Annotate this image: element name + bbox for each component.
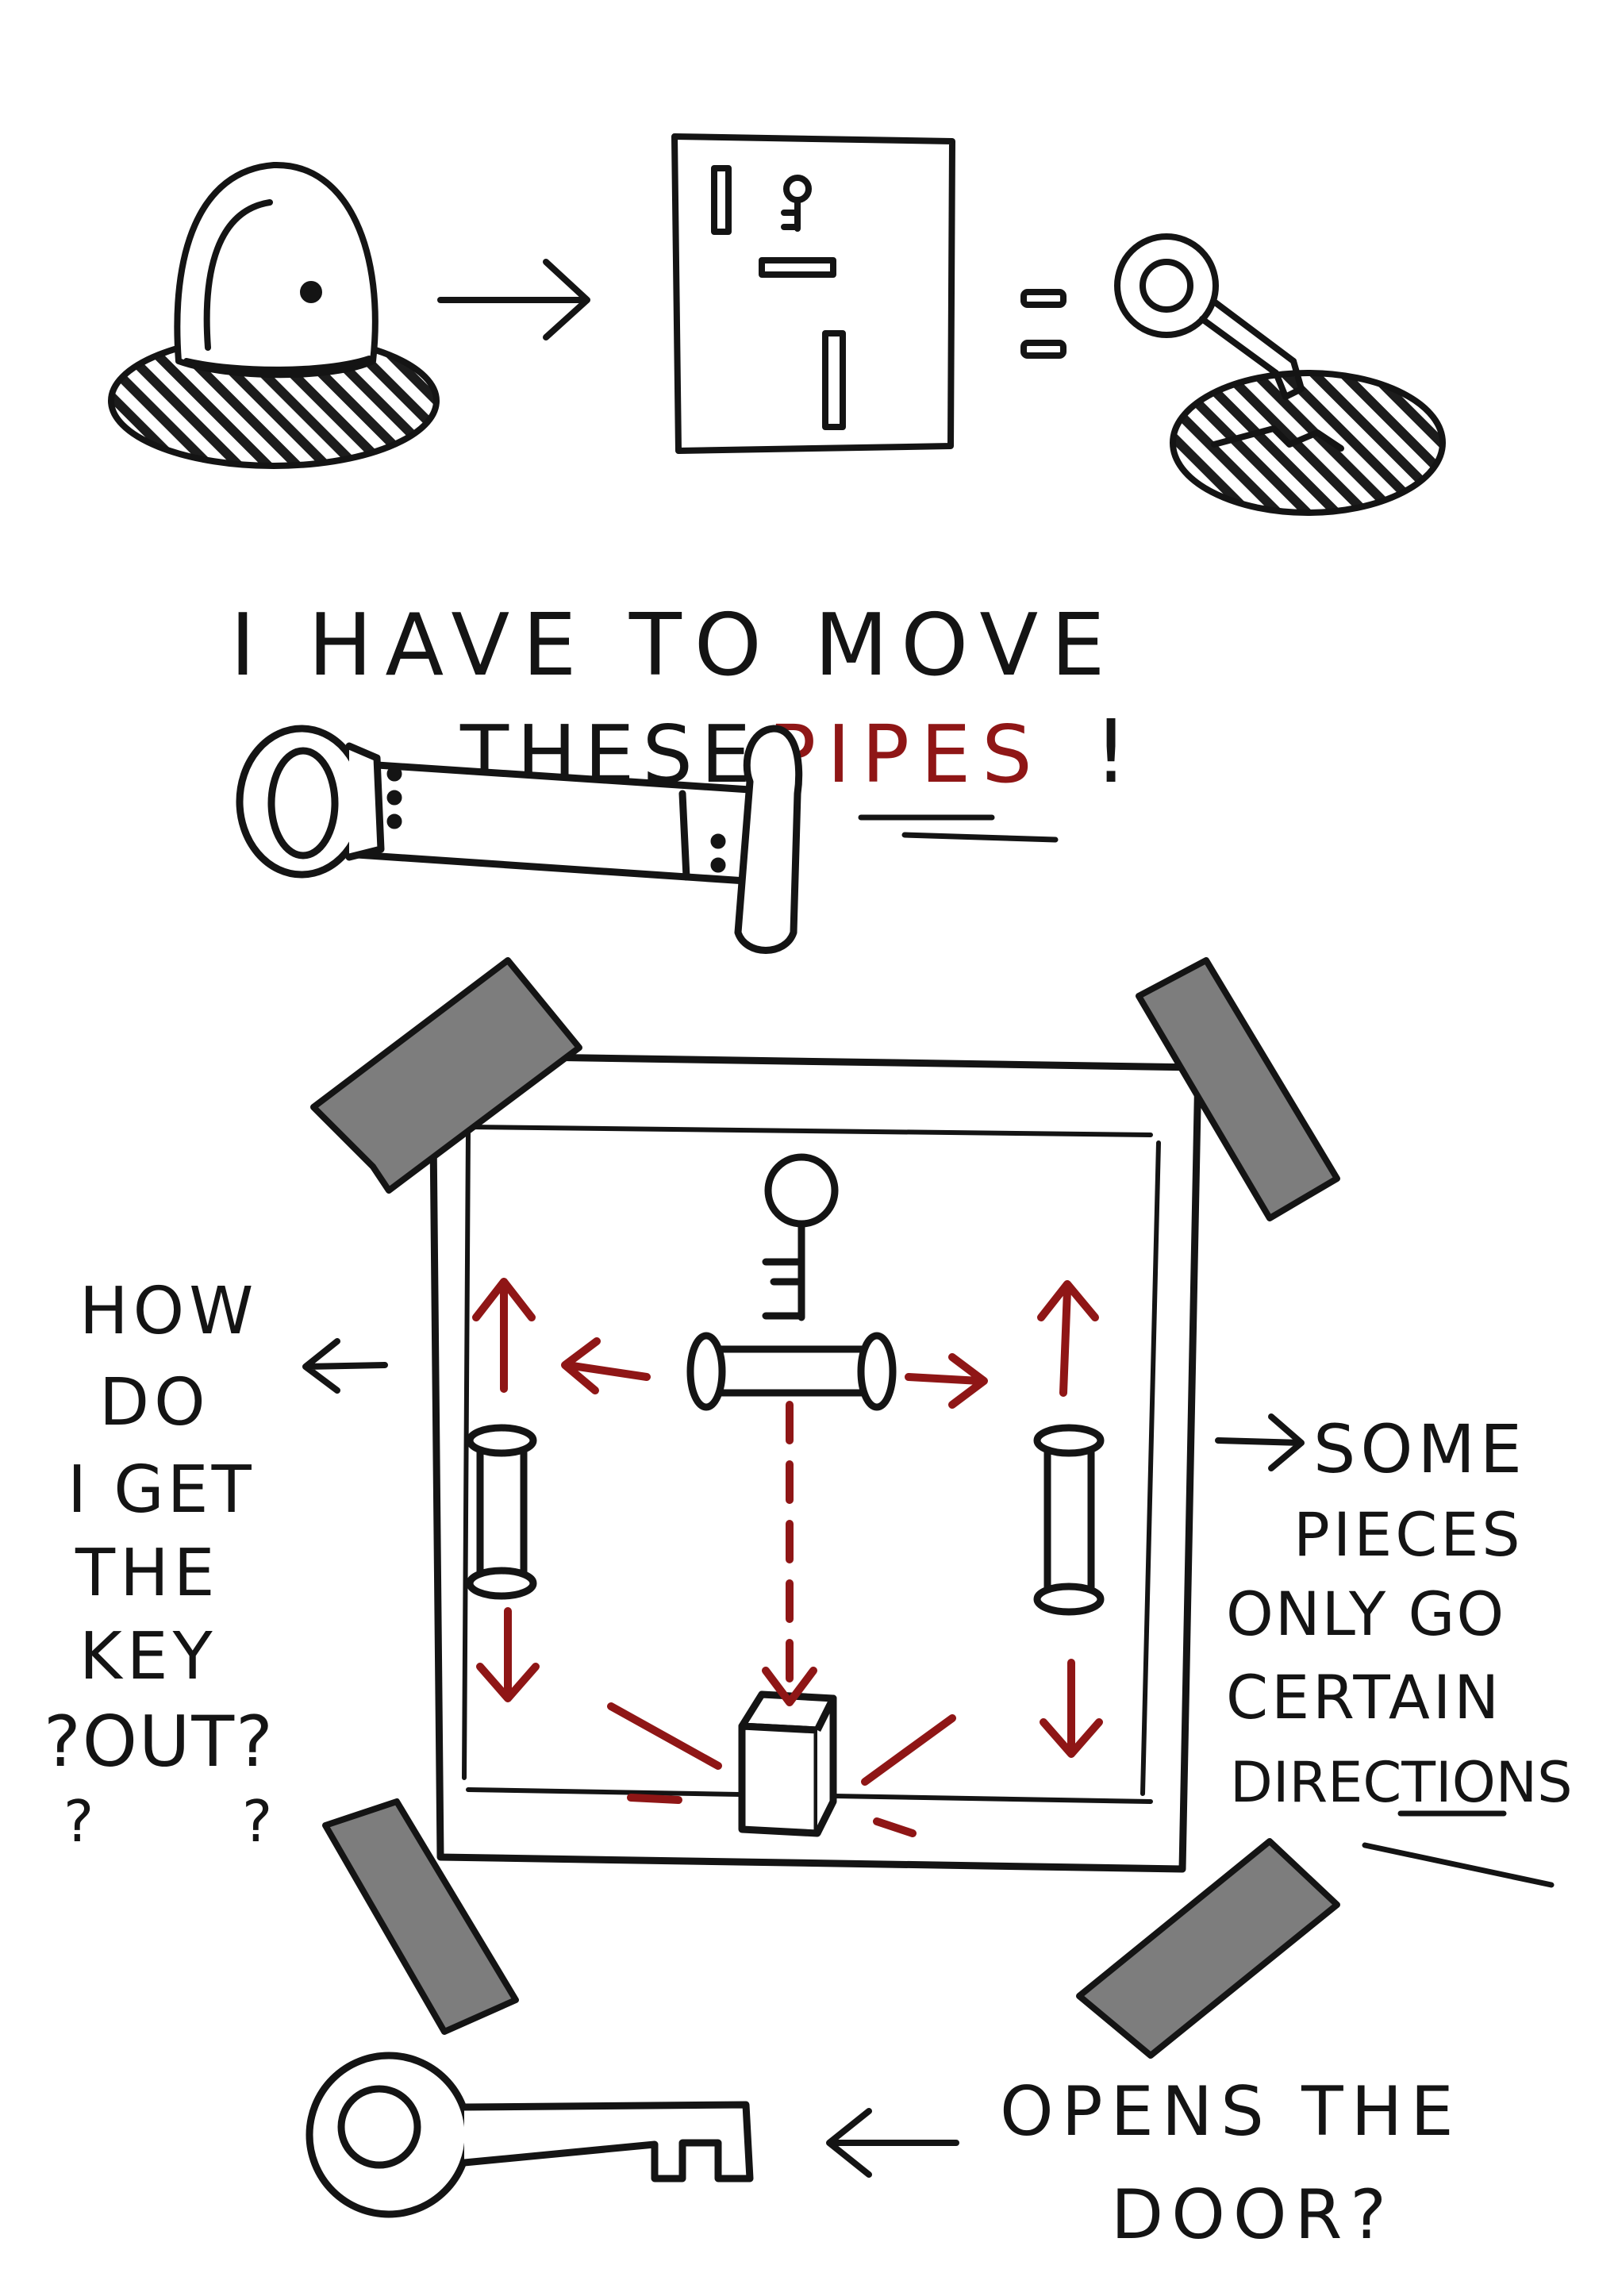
pipe-icon [466, 1424, 537, 1600]
block-icon [738, 1690, 837, 1837]
some-line-3: ONLY GO [1226, 1579, 1505, 1649]
pipe-icon [1033, 1424, 1105, 1616]
arrow-right-icon [1215, 1413, 1305, 1471]
some-line-1: SOME [1313, 1410, 1527, 1488]
key-in-hole-icon [1114, 233, 1446, 516]
arrow-right-icon [905, 1353, 988, 1409]
arrow-right-icon [437, 259, 590, 340]
how-line-6: ?OUT? [44, 1701, 275, 1783]
pipe-icon [236, 725, 803, 954]
caption-pipes: PIPES [768, 708, 1043, 801]
tape-icon [310, 957, 1340, 2059]
pipe-icon [686, 1332, 897, 1411]
how-line-3: I GET [67, 1452, 255, 1528]
how-note: HOW DO I GET THE KEY ?OUT? ? ? [44, 1274, 388, 1855]
impact-lines [607, 1702, 956, 1837]
arrow-left-icon [826, 2108, 959, 2178]
some-note: SOME PIECES ONLY GO CERTAIN DIRECTIONS [1215, 1410, 1573, 1888]
equals-icon [1020, 289, 1066, 359]
how-line-5: KEY [79, 1619, 217, 1694]
opens-line-2: DOOR? [1111, 2175, 1394, 2255]
direction-arrows [472, 1278, 1103, 1837]
puzzle-card-icon [671, 133, 955, 454]
key-icon [762, 1153, 839, 1321]
caption-bang: ! [1093, 701, 1128, 802]
arrow-up-icon [472, 1278, 536, 1393]
opens-note: OPENS THE DOOR? [826, 2072, 1462, 2255]
arrow-up-icon [1037, 1280, 1099, 1397]
note-underline [1362, 1810, 1555, 1888]
how-line-2: DO [99, 1365, 210, 1440]
arrow-down-icon [1040, 1659, 1103, 1758]
some-line-5: DIRECTIONS [1230, 1750, 1573, 1815]
how-question-mark: ? [242, 1788, 272, 1855]
arrow-down-icon [476, 1607, 540, 1702]
arrow-left-icon [561, 1337, 651, 1394]
how-line-4: THE [75, 1536, 220, 1611]
dome-object-icon [108, 161, 440, 469]
key-icon [306, 2052, 754, 2218]
opens-line-1: OPENS THE [1000, 2072, 1462, 2152]
some-line-2: PIECES [1293, 1499, 1524, 1570]
arrow-left-icon [302, 1338, 388, 1394]
how-line-1: HOW [79, 1274, 258, 1349]
some-line-4: CERTAIN [1226, 1662, 1502, 1733]
caption-line-1: I HAVE TO MOVE [230, 596, 1118, 695]
arrowhead-icon [762, 1667, 817, 1706]
how-question-mark: ? [63, 1788, 94, 1855]
caption-underline [858, 814, 1059, 843]
